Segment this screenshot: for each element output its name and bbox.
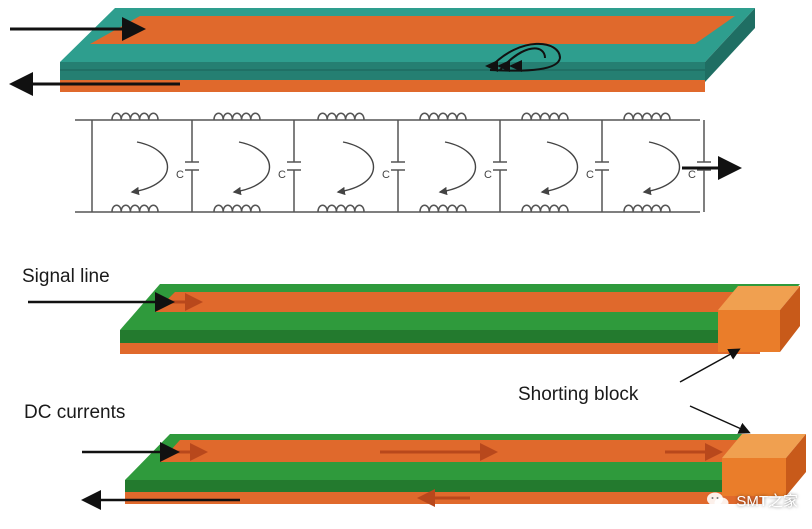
capacitor-label: C xyxy=(278,169,286,181)
current-arc-arrow xyxy=(232,141,271,196)
current-arc-arrow xyxy=(130,141,169,196)
current-arc-arrow xyxy=(336,141,375,196)
inductor-top xyxy=(623,112,671,121)
inductor-top xyxy=(111,112,159,121)
return-current-loop xyxy=(489,42,562,72)
capacitor-label: C xyxy=(688,169,696,181)
pointer-to-bottom-block xyxy=(689,405,751,434)
bottom-board xyxy=(81,434,806,510)
lc-ladder-circuit xyxy=(75,119,700,213)
capacitor-label: C xyxy=(382,169,390,181)
wechat-icon xyxy=(707,492,729,508)
ladder-section: C xyxy=(419,112,507,213)
signal-line-label: Signal line xyxy=(22,266,110,287)
top-signal-trace xyxy=(90,16,735,44)
current-arc-arrow xyxy=(642,141,681,196)
capacitor xyxy=(185,120,199,212)
dc-currents-label: DC currents xyxy=(24,402,126,423)
inductor-top xyxy=(419,112,467,121)
top-board xyxy=(9,8,755,96)
capacitor xyxy=(493,120,507,212)
current-arc-arrow xyxy=(540,141,579,196)
middle-board xyxy=(28,284,800,354)
ladder-section: C xyxy=(521,112,609,213)
inductor-bottom xyxy=(317,204,365,213)
capacitor xyxy=(595,120,609,212)
capacitor xyxy=(697,120,711,212)
capacitor-label: C xyxy=(586,169,594,181)
shorting-block xyxy=(718,286,800,352)
ladder-section: C xyxy=(213,112,301,213)
watermark: SMT之家 xyxy=(706,490,798,511)
capacitor-label: C xyxy=(176,169,184,181)
ladder-section: C xyxy=(111,112,199,213)
inductor-top xyxy=(521,112,569,121)
inductor-bottom xyxy=(623,204,671,213)
capacitor xyxy=(287,120,301,212)
bottom-shorting-block xyxy=(722,434,806,496)
current-arc-arrow xyxy=(438,141,477,196)
inductor-bottom xyxy=(419,204,467,213)
inductor-top xyxy=(317,112,365,121)
ladder-section: C xyxy=(317,112,405,213)
inductor-bottom xyxy=(111,204,159,213)
pointer-to-middle-block xyxy=(679,348,741,383)
middle-signal-trace xyxy=(155,292,745,312)
shorting-block-label: Shorting block xyxy=(518,384,639,405)
watermark-text: SMT之家 xyxy=(736,493,798,510)
inductor-top xyxy=(213,112,261,121)
capacitor-label: C xyxy=(484,169,492,181)
capacitor xyxy=(391,120,405,212)
inductor-bottom xyxy=(213,204,261,213)
ladder-section: C xyxy=(623,112,711,213)
inductor-bottom xyxy=(521,204,569,213)
